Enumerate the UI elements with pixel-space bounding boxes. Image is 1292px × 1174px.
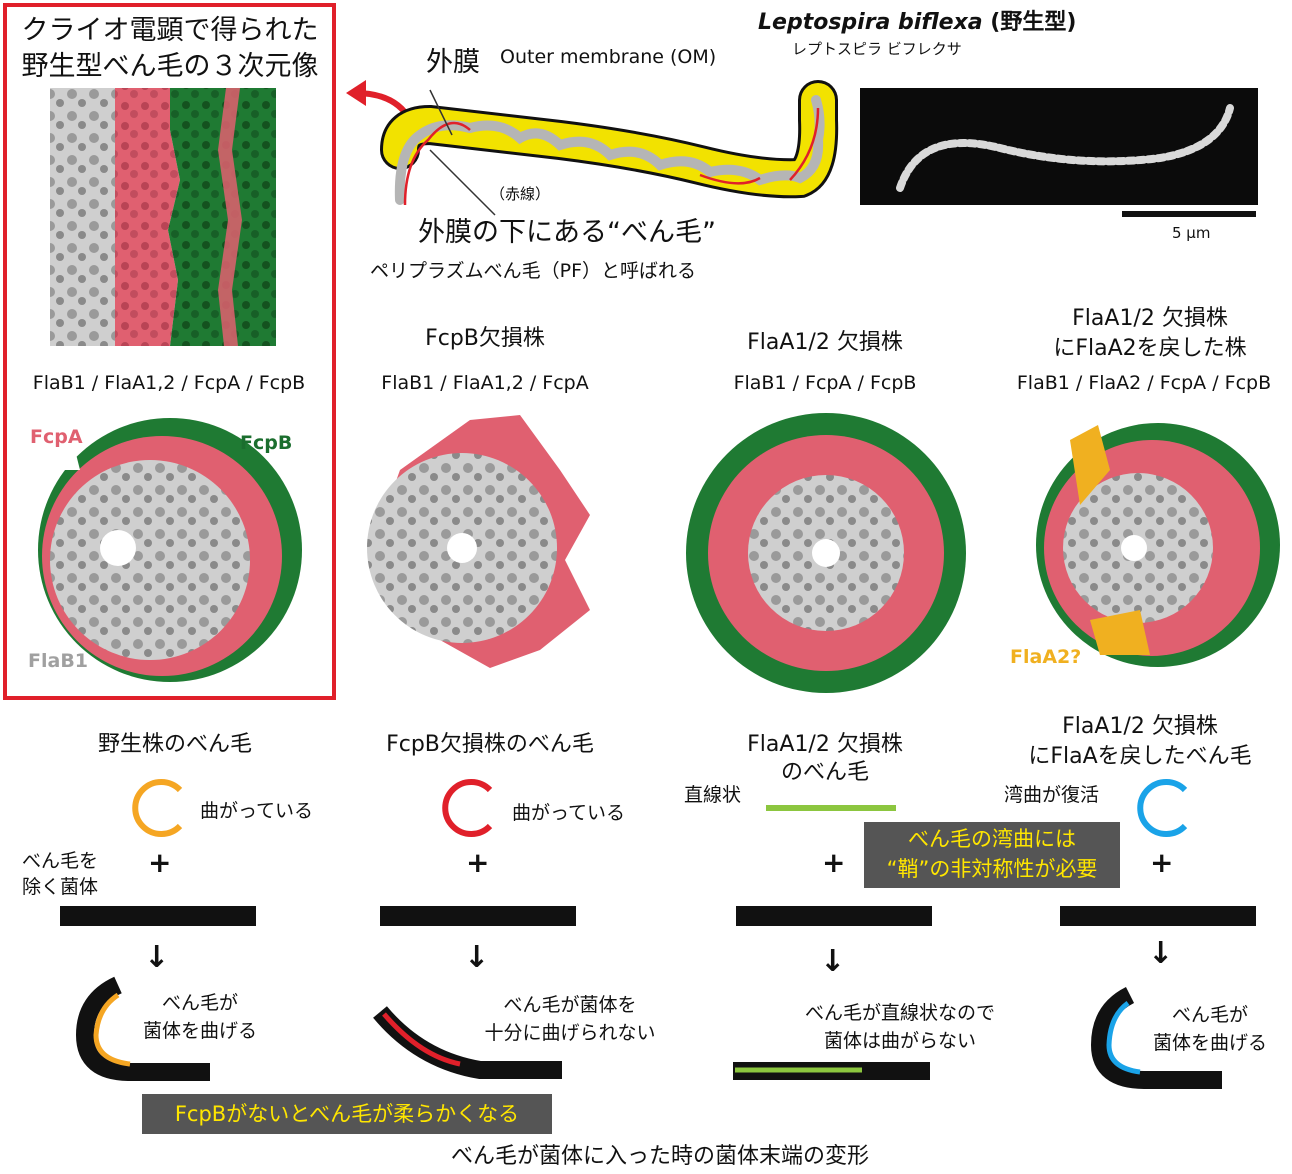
- result4-line1: べん毛が: [1171, 1004, 1248, 1026]
- result3-line1: べん毛が直線状なので: [804, 1002, 995, 1024]
- strain2-proteins: FlaB1 / FlaA1,2 / FcpA: [381, 372, 589, 394]
- body-label-line2: 除く菌体: [22, 876, 99, 898]
- sheath-box-line1: べん毛の湾曲には: [908, 827, 1076, 851]
- curved-label-2: 曲がっている: [512, 802, 626, 824]
- fluorescence-micrograph: [860, 88, 1258, 205]
- sheath-asymmetry-box: べん毛の湾曲には “鞘”の非対称性が必要: [864, 822, 1120, 888]
- curved-label-1: 曲がっている: [200, 800, 314, 822]
- result1-line1: べん毛が: [161, 992, 238, 1014]
- result4-line2: 菌体を曲げる: [1152, 1032, 1267, 1054]
- species-suffix: (野生型): [982, 10, 1077, 35]
- body-label-line1: べん毛を: [22, 850, 99, 872]
- label-flaa2: FlaA2?: [1010, 646, 1082, 668]
- strain4-proteins: FlaB1 / FlaA2 / FcpA / FcpB: [1016, 372, 1272, 394]
- strain3-proteins: FlaB1 / FcpA / FcpB: [733, 372, 917, 394]
- outer-membrane-jp: 外膜: [426, 47, 480, 78]
- strain2-name: FcpB欠損株: [425, 326, 545, 351]
- flagella-label: 外膜の下にある“べん毛”: [418, 217, 716, 248]
- col3-title-line2: のべん毛: [780, 760, 869, 785]
- result2-line1: べん毛が菌体を: [503, 994, 637, 1016]
- restored-label: 湾曲が復活: [1004, 784, 1100, 806]
- label-fcpb: FcpB: [240, 432, 293, 454]
- col4-title-line1: FlaA1/2 欠損株: [1062, 714, 1218, 739]
- curved-flagellum-red: [442, 779, 493, 837]
- figure-caption: べん毛が菌体に入った時の菌体末端の変形: [450, 1144, 869, 1169]
- plus-4: +: [1150, 846, 1174, 879]
- col3-title-line1: FlaA1/2 欠損株: [747, 732, 903, 757]
- species-name: Leptospira biflexa: [758, 10, 983, 35]
- pointer-arrow: [351, 89, 413, 122]
- label-fcpa: FcpA: [30, 426, 83, 448]
- strain1-proteins: FlaB1 / FlaA1,2 / FcpA / FcpB: [32, 372, 306, 394]
- result-shape-3: [733, 1062, 930, 1080]
- col4-title-line2: にFlaAを戻したべん毛: [1028, 744, 1252, 769]
- species-heading: Leptospira biflexa (野生型): [758, 4, 1076, 36]
- label-flab1: FlaB1: [28, 650, 89, 672]
- result1-line2: 菌体を曲げる: [142, 1020, 257, 1042]
- scale-bar-label: 5 µm: [1172, 224, 1211, 242]
- result2-line2: 十分に曲げられない: [484, 1022, 656, 1044]
- result3-line2: 菌体は曲がらない: [823, 1030, 976, 1052]
- strain3-name: FlaA1/2 欠損株: [747, 330, 903, 355]
- strain4-name-line2: にFlaA2を戻した株: [1053, 336, 1247, 361]
- cell-body-3: [736, 906, 932, 926]
- frame-title-line2: 野生型べん毛の３次元像: [21, 51, 319, 82]
- strain4-name-line1: FlaA1/2 欠損株: [1072, 306, 1228, 331]
- straight-label: 直線状: [684, 784, 742, 806]
- cross-section-flaa-deletion: [686, 413, 966, 693]
- frame-title-line1: クライオ電顕で得られた: [21, 15, 319, 46]
- cell-body-1: [60, 906, 256, 926]
- col1-title: 野生株のべん毛: [97, 732, 252, 757]
- species-kana: レプトスピラ ビフレクサ: [792, 40, 962, 58]
- cell-body-2: [380, 906, 576, 926]
- arrow-1: ↓: [144, 940, 170, 975]
- arrow-4: ↓: [1148, 936, 1174, 971]
- cross-section-fcpb-deletion: [367, 415, 590, 668]
- arrow-3: ↓: [820, 944, 846, 979]
- sheath-box-line2: “鞘”の非対称性が必要: [886, 857, 1098, 881]
- plus-2: +: [466, 846, 490, 879]
- spirochete-cell: [380, 80, 839, 216]
- plus-1: +: [148, 846, 172, 879]
- wildtype-structure-frame: [3, 3, 336, 700]
- col2-title: FcpB欠損株のべん毛: [386, 732, 594, 757]
- cell-body-4: [1060, 906, 1256, 926]
- curved-flagellum-blue: [1137, 779, 1188, 837]
- cross-section-flaa2-restored: [1036, 423, 1280, 667]
- fcpb-softness-box: FcpBがないとべん毛が柔らかくなる: [142, 1094, 552, 1134]
- outer-membrane-en: Outer membrane (OM): [500, 46, 717, 68]
- arrow-2: ↓: [464, 940, 490, 975]
- plus-3: +: [822, 846, 846, 879]
- curved-flagellum-orange: [132, 779, 183, 837]
- red-line-note: （赤線）: [490, 185, 551, 203]
- pf-label: ペリプラズムべん毛（PF）と呼ばれる: [370, 260, 697, 282]
